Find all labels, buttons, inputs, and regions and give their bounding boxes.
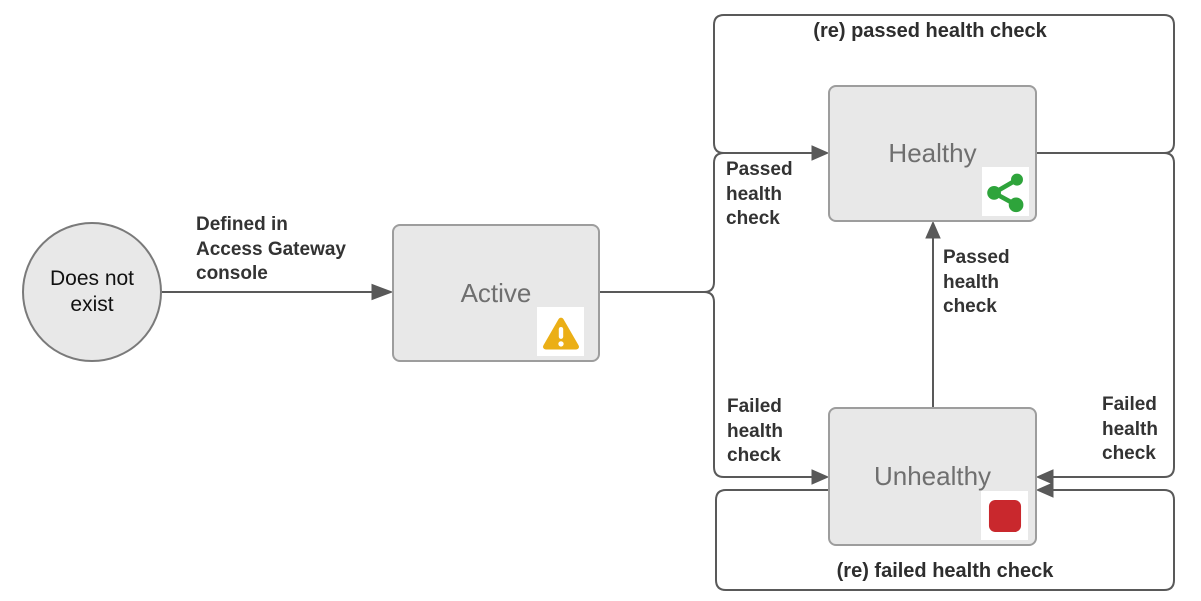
node-healthy-label: Healthy	[888, 138, 977, 168]
edge-label-failed-health-check-right: Failed health check	[1102, 394, 1158, 465]
edge-unhealthy-to-healthy	[925, 220, 941, 407]
stop-icon	[981, 491, 1028, 540]
edge-unhealthy-self-loop	[715, 482, 1175, 591]
edge-label-passed-health-check-left: Passed health check	[726, 159, 793, 230]
edge-healthy-self-loop	[713, 14, 1175, 154]
share-icon	[982, 167, 1029, 216]
node-unhealthy-label: Unhealthy	[873, 461, 992, 491]
node-active-label: Active	[460, 277, 532, 308]
node-does-not-exist-label: Does not exist	[49, 266, 135, 316]
edge-label-re-passed-health-check: (re) passed health check	[813, 20, 1047, 42]
node-does-not-exist: Does not exist	[22, 222, 162, 362]
node-active: Active	[392, 224, 600, 362]
edge-active-to-unhealthy	[600, 291, 830, 485]
node-healthy: Healthy	[828, 85, 1037, 222]
warning-icon	[537, 307, 584, 356]
node-unhealthy: Unhealthy	[828, 407, 1037, 546]
edge-healthy-to-unhealthy	[1035, 152, 1175, 485]
edge-defined-in-console	[162, 283, 394, 301]
edge-label-failed-health-check-left: Failed health check	[727, 396, 783, 467]
edge-label-defined-in-console: Defined in Access Gateway console	[196, 214, 346, 285]
edge-label-re-failed-health-check: (re) failed health check	[836, 560, 1054, 582]
edge-label-passed-health-check-middle: Passed health check	[943, 247, 1010, 318]
edge-active-to-healthy	[600, 145, 830, 293]
